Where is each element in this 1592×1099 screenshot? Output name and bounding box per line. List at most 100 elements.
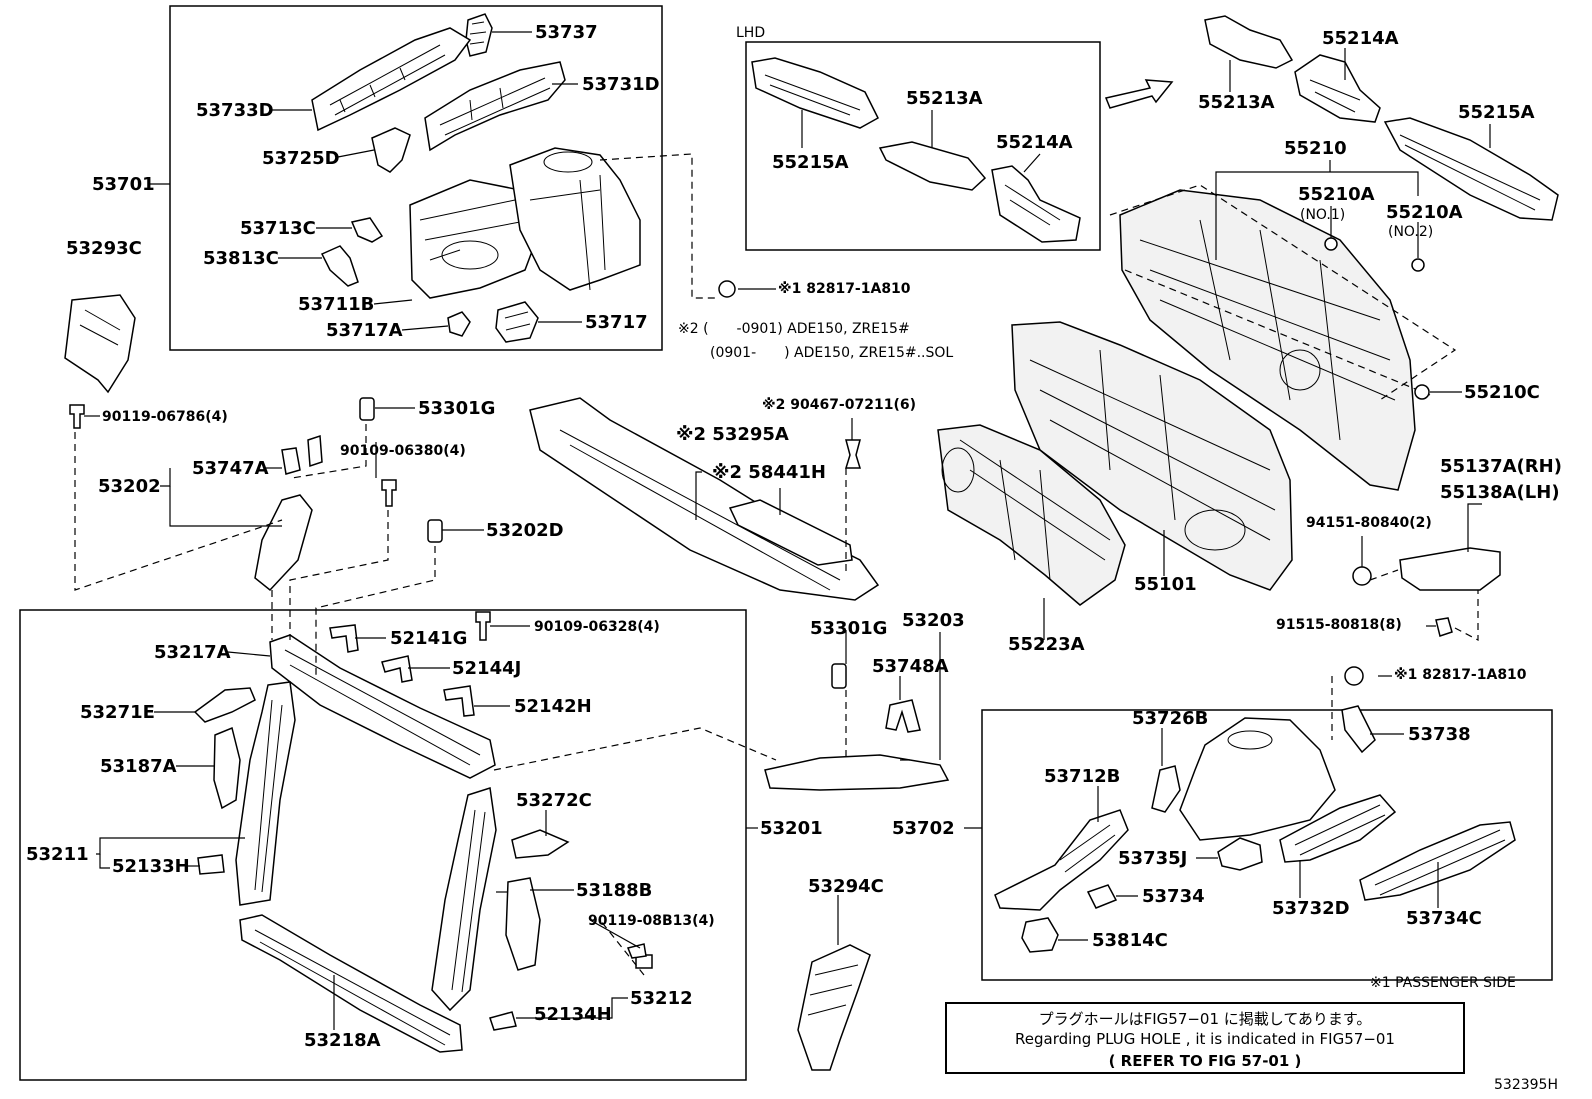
label-53211: 53211 bbox=[26, 844, 89, 865]
label-ur-55215A: 55215A bbox=[1458, 102, 1535, 123]
figure-id: 532395H bbox=[1494, 1077, 1558, 1093]
part-53217A-shape bbox=[269, 634, 496, 779]
label-lhd-55215A: 55215A bbox=[772, 152, 849, 173]
label-53731D: 53731D bbox=[582, 74, 660, 95]
label-90109-06328: 90109-06328(4) bbox=[534, 619, 660, 635]
part-53733D-shape bbox=[311, 27, 472, 132]
clip-182817-b-shape bbox=[1344, 666, 1364, 686]
label-55210C: 55210C bbox=[1464, 382, 1540, 403]
note-line-en: Regarding PLUG HOLE , it is indicated in… bbox=[1015, 1030, 1395, 1048]
part-55223A-shape bbox=[937, 424, 1126, 606]
part-53717A-shape bbox=[447, 311, 471, 337]
label-55101: 55101 bbox=[1134, 574, 1197, 595]
label-55223A: 55223A bbox=[1008, 634, 1085, 655]
label-53201: 53201 bbox=[760, 818, 823, 839]
part-53187A-shape bbox=[213, 726, 241, 810]
label-90119-06786: 90119-06786(4) bbox=[102, 409, 228, 425]
label-passenger-side: ※1 PASSENGER SIDE bbox=[1370, 975, 1516, 991]
lhd-55215A-shape bbox=[751, 57, 879, 129]
label-no1: (NO.1) bbox=[1300, 207, 1346, 223]
label-53733D: 53733D bbox=[196, 100, 274, 121]
part-53814C-shape bbox=[1021, 917, 1059, 953]
part-52144J-shape bbox=[381, 655, 413, 683]
label-53734: 53734 bbox=[1142, 886, 1205, 907]
clip-90467-shape bbox=[844, 439, 862, 469]
part-apron-b-shape bbox=[1179, 717, 1336, 841]
label-94151-80840: 94151-80840(2) bbox=[1306, 515, 1432, 531]
label-lhd-55213A: 55213A bbox=[906, 88, 983, 109]
part-53747A-shape bbox=[281, 434, 323, 475]
part-53188B-shape bbox=[505, 877, 541, 971]
part-52142H-shape bbox=[443, 685, 475, 717]
stopper-53301G-a-shape bbox=[359, 397, 375, 421]
part-53734C-shape bbox=[1359, 821, 1516, 901]
group-box-53701 bbox=[169, 5, 663, 351]
ur-55215A-shape bbox=[1383, 117, 1559, 221]
group-box-53702 bbox=[981, 709, 1553, 981]
label-55138A: 55138A(LH) bbox=[1440, 482, 1560, 503]
label-53717A: 53717A bbox=[326, 320, 403, 341]
label-lhd-55214A: 55214A bbox=[996, 132, 1073, 153]
label-90109-06380: 90109-06380(4) bbox=[340, 443, 466, 459]
label-no2: (NO.2) bbox=[1388, 224, 1434, 240]
part-53748A-shape bbox=[885, 699, 921, 733]
group-box-lhd bbox=[745, 41, 1101, 251]
label-53726B: 53726B bbox=[1132, 708, 1209, 729]
label-53748A: 53748A bbox=[872, 656, 949, 677]
part-53725D-shape bbox=[371, 127, 411, 173]
label-52134H: 52134H bbox=[534, 1004, 612, 1025]
part-53712B-shape bbox=[994, 809, 1129, 911]
clip-182817-a-shape bbox=[718, 280, 736, 298]
label-53203: 53203 bbox=[902, 610, 965, 631]
label-91515-80818: 91515-80818(8) bbox=[1276, 617, 1402, 633]
label-53732D: 53732D bbox=[1272, 898, 1350, 919]
part-52141G-shape bbox=[329, 624, 359, 653]
bolt-90109-06328-shape bbox=[475, 611, 491, 641]
clip-55210A-1-shape bbox=[1324, 237, 1338, 251]
part-55210-shape bbox=[1119, 189, 1416, 491]
label-90467-07211: ※2 90467-07211(6) bbox=[762, 397, 916, 413]
label-lhd: LHD bbox=[736, 25, 766, 41]
part-53294C-shape bbox=[797, 944, 871, 1071]
note-line-ref: ( REFER TO FIG 57-01 ) bbox=[1108, 1052, 1302, 1070]
label-53218A: 53218A bbox=[304, 1030, 381, 1051]
label-52141G: 52141G bbox=[390, 628, 468, 649]
part-53735J-shape bbox=[1217, 837, 1263, 871]
label-53813C: 53813C bbox=[203, 248, 279, 269]
label-55210A-no1: 55210A bbox=[1298, 184, 1375, 205]
label-53217A: 53217A bbox=[154, 642, 231, 663]
clip-55210A-2-shape bbox=[1411, 258, 1425, 272]
label-53271E: 53271E bbox=[80, 702, 155, 723]
label-53702: 53702 bbox=[892, 818, 955, 839]
part-apron-shape bbox=[509, 147, 641, 291]
part-53737-shape bbox=[465, 13, 493, 57]
ur-55213A-shape bbox=[1204, 15, 1294, 69]
part-53203-shape bbox=[764, 754, 950, 791]
part-53732D-shape bbox=[1279, 794, 1397, 863]
label-52144J: 52144J bbox=[452, 658, 522, 679]
part-53726B-shape bbox=[1151, 765, 1181, 813]
nut-94151-shape bbox=[1352, 566, 1372, 586]
part-53271E-shape bbox=[193, 687, 256, 723]
label-note2-line1: ※2 ( -0901) ADE150, ZRE15# bbox=[678, 321, 910, 337]
label-note2-line2: (0901- ) ADE150, ZRE15#..SOL bbox=[710, 345, 954, 361]
note-line-jp: プラグホールはFIG57−01 に掲載してあります。 bbox=[1038, 1010, 1372, 1028]
label-ur-55213A: 55213A bbox=[1198, 92, 1275, 113]
bolt-90119-06786-shape bbox=[69, 404, 85, 429]
label-53713C: 53713C bbox=[240, 218, 316, 239]
stopper-53301G-b-shape bbox=[831, 663, 847, 689]
part-53218A-shape bbox=[239, 914, 463, 1053]
label-53701: 53701 bbox=[92, 174, 155, 195]
label-53295A: ※2 53295A bbox=[676, 424, 789, 445]
part-53202-shape bbox=[254, 494, 313, 592]
part-53212-shape bbox=[431, 787, 497, 1012]
label-53717: 53717 bbox=[585, 312, 648, 333]
stopper-53202D-shape bbox=[427, 519, 443, 543]
label-53814C: 53814C bbox=[1092, 930, 1168, 951]
label-53188B: 53188B bbox=[576, 880, 653, 901]
leader-lines bbox=[84, 31, 1491, 1030]
label-53187A: 53187A bbox=[100, 756, 177, 777]
label-53293C: 53293C bbox=[66, 238, 142, 259]
part-52134H-shape bbox=[489, 1011, 517, 1031]
label-53738: 53738 bbox=[1408, 724, 1471, 745]
